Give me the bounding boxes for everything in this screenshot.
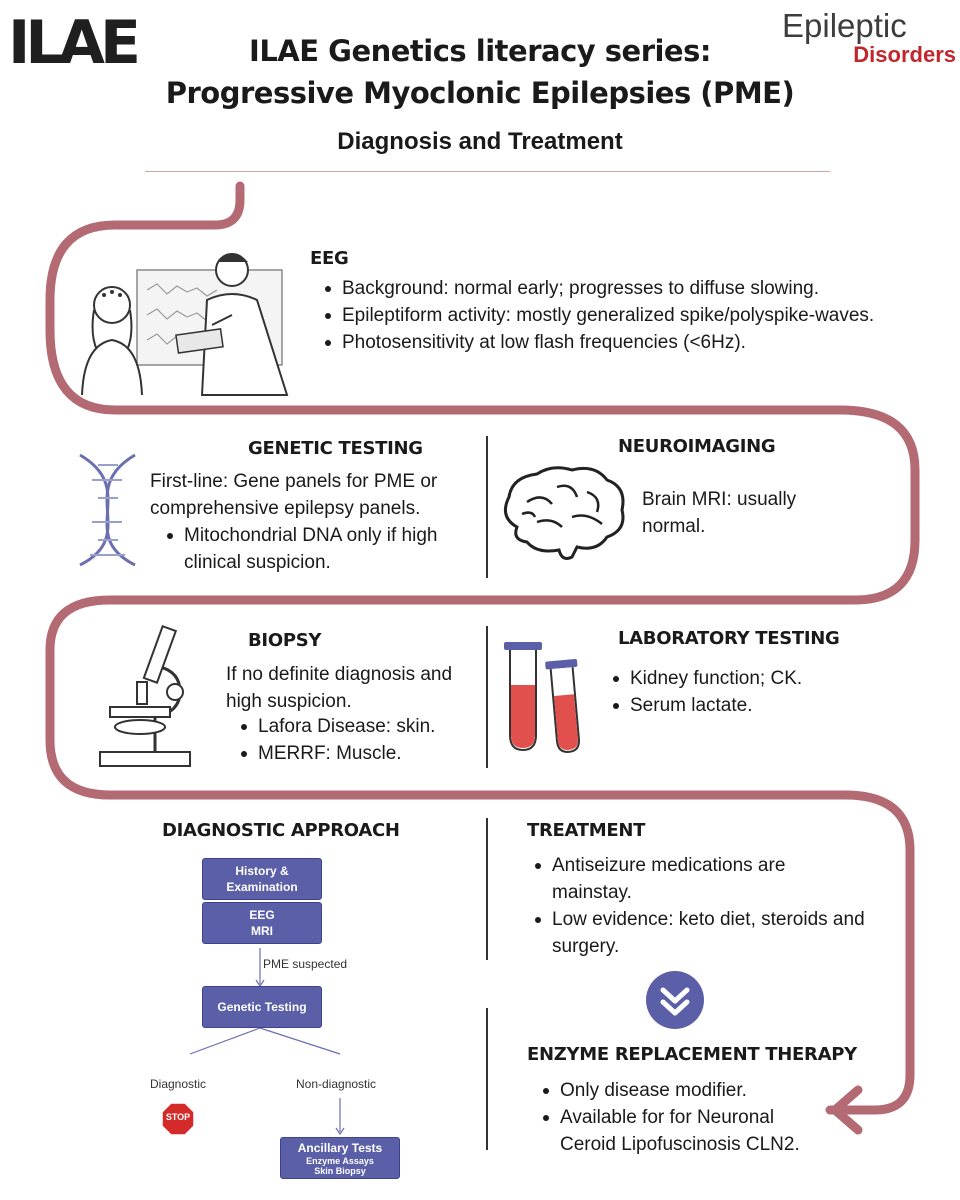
list-item: Mitochondrial DNA only if high clinical …	[162, 522, 477, 576]
biopsy-bullets: Lafora Disease: skin. MERRF: Muscle.	[236, 713, 476, 767]
page-title: ILAE Genetics literacy series: Progressi…	[0, 30, 960, 114]
list-item: MERRF: Muscle.	[236, 740, 476, 767]
list-item: Antiseizure medications are mainstay.	[530, 852, 870, 906]
biopsy-heading: BIOPSY	[248, 630, 322, 651]
laboratory-heading: LABORATORY TESTING	[618, 628, 840, 649]
eeg-patient-doctor-illustration	[81, 253, 289, 396]
treatment-bullets: Antiseizure medications are mainstay. Lo…	[530, 852, 870, 960]
dna-icon	[79, 453, 136, 567]
list-item: Serum lactate.	[608, 692, 908, 719]
flow-box-label: History & Examination	[226, 864, 298, 894]
brain-icon	[503, 466, 625, 560]
flow-box-label: Genetic Testing	[217, 1000, 307, 1014]
list-item: Low evidence: keto diet, steroids and su…	[530, 906, 870, 960]
flow-box-sublabel: Skin Biopsy	[314, 1166, 366, 1176]
genetic-testing-bullets: Mitochondrial DNA only if high clinical …	[162, 522, 477, 576]
flow-box-sublabel: Enzyme Assays	[306, 1156, 374, 1166]
stop-sign-label: STOP	[165, 1112, 191, 1122]
column-divider	[486, 1008, 488, 1150]
diagnostic-approach-heading: DIAGNOSTIC APPROACH	[162, 820, 400, 841]
list-item: Available for for Neuronal Ceroid Lipofu…	[538, 1104, 833, 1158]
microscope-icon	[99, 624, 191, 767]
flow-branch-non-diagnostic: Non-diagnostic	[296, 1077, 377, 1091]
flow-branch-diagnostic: Diagnostic	[150, 1077, 207, 1091]
flow-box-ancillary-tests: Ancillary Tests Enzyme Assays Skin Biops…	[280, 1137, 400, 1179]
header-divider	[145, 171, 830, 172]
path-arrowhead	[830, 1085, 863, 1135]
logo-epileptic: Epileptic	[782, 7, 907, 44]
double-chevron-down-icon	[646, 971, 704, 1029]
flowchart-arrows	[189, 948, 345, 1136]
ert-bullets: Only disease modifier. Available for for…	[538, 1077, 833, 1158]
eeg-heading: EEG	[310, 248, 349, 269]
list-item: Epileptiform activity: mostly generalize…	[320, 302, 885, 329]
list-item: Kidney function; CK.	[608, 665, 908, 692]
treatment-heading: TREATMENT	[527, 820, 646, 841]
ilae-logo: ILAE	[8, 8, 141, 78]
list-item: Background: normal early; progresses to …	[320, 275, 885, 302]
list-item: Only disease modifier.	[538, 1077, 833, 1104]
column-divider	[486, 818, 488, 960]
test-tubes-icon	[504, 642, 580, 753]
flow-box-label: Ancillary Tests	[297, 1141, 383, 1155]
stop-sign-icon	[161, 1102, 195, 1136]
genetic-testing-text: First-line: Gene panels for PME or compr…	[150, 471, 438, 519]
epileptic-disorders-logo: Epileptic Disorders	[782, 8, 960, 66]
flow-box-eeg-mri: EEG MRI	[202, 902, 322, 944]
list-item: Lafora Disease: skin.	[236, 713, 476, 740]
title-line-1: ILAE Genetics literacy series:	[249, 34, 711, 68]
flow-box-history: History & Examination	[202, 858, 322, 900]
logo-disorders: Disorders	[853, 42, 956, 67]
column-divider	[486, 626, 488, 768]
eeg-bullets: Background: normal early; progresses to …	[320, 275, 885, 356]
page-subtitle: Diagnosis and Treatment	[337, 128, 623, 155]
flow-box-genetic-testing: Genetic Testing	[202, 986, 322, 1028]
neuroimaging-text: Brain MRI: usually normal.	[642, 489, 797, 537]
title-line-2: Progressive Myoclonic Epilepsies (PME)	[165, 76, 795, 110]
ert-heading: ENZYME REPLACEMENT THERAPY	[527, 1044, 857, 1065]
ilae-logo-text: ILAE	[8, 8, 141, 78]
laboratory-bullets: Kidney function; CK. Serum lactate.	[608, 665, 908, 719]
column-divider	[486, 436, 488, 578]
neuroimaging-heading: NEUROIMAGING	[618, 436, 776, 457]
genetic-testing-heading: GENETIC TESTING	[248, 438, 423, 459]
flow-box-label: EEG MRI	[249, 908, 275, 938]
biopsy-text: If no definite diagnosis and high suspic…	[226, 664, 453, 712]
flow-arrow-label: PME suspected	[263, 957, 348, 971]
list-item: Photosensitivity at low flash frequencie…	[320, 329, 885, 356]
